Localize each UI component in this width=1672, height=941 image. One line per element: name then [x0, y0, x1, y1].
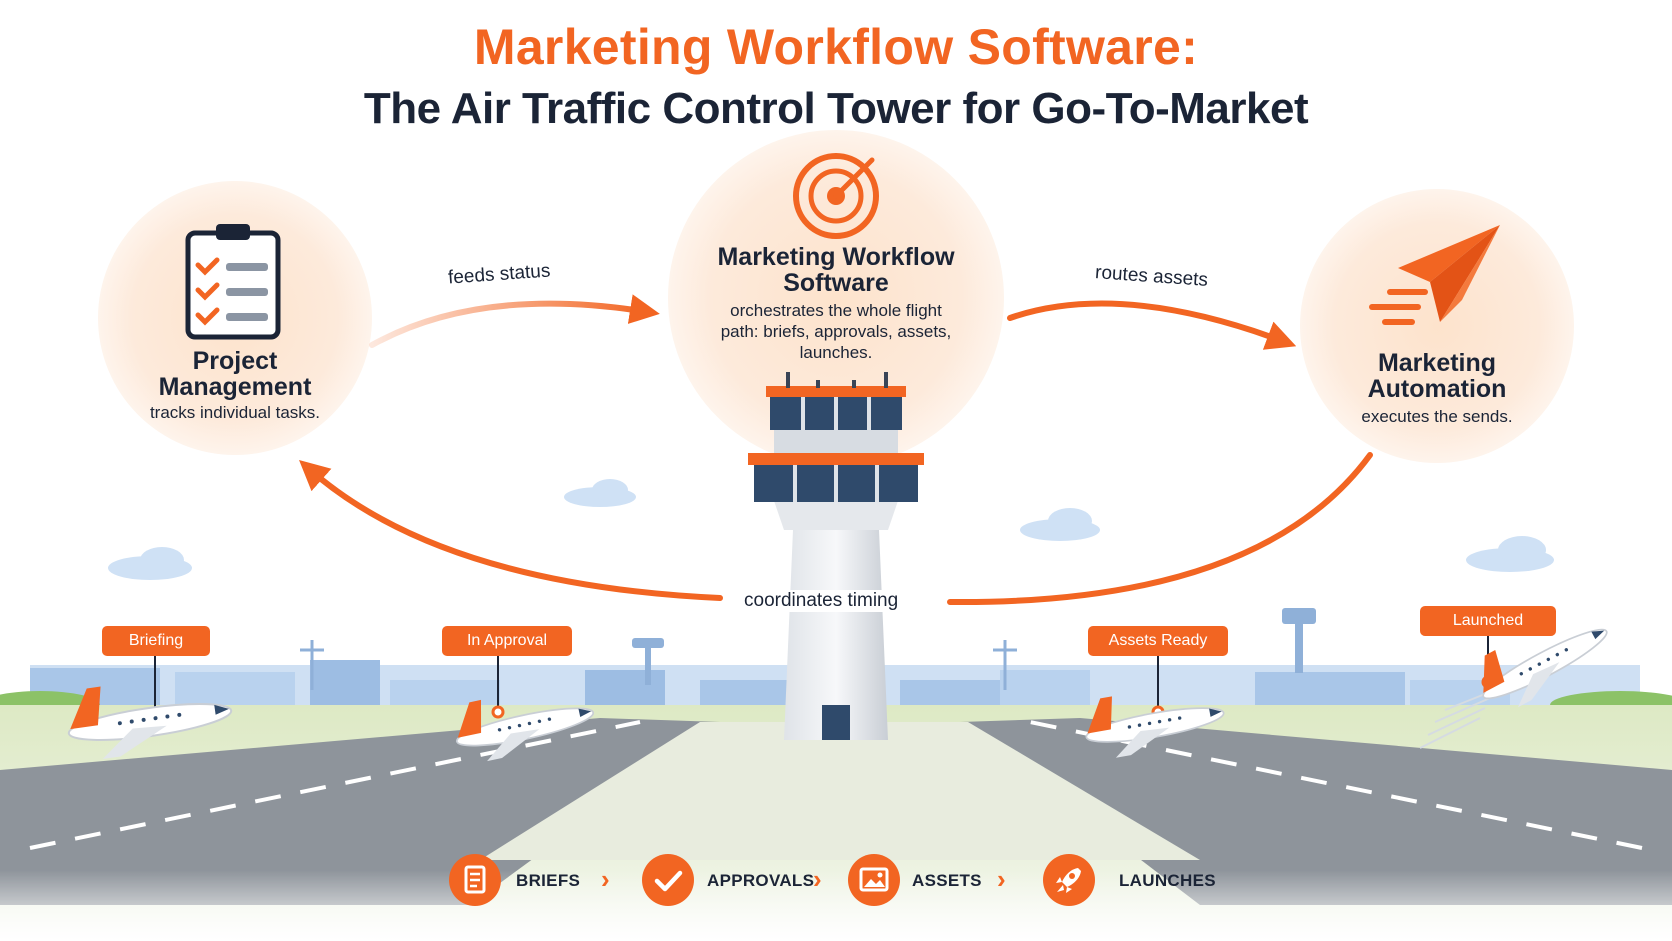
project-management-node: Project Management tracks individual tas…	[130, 348, 340, 423]
workflow-software-node: Marketing Workflow Software orchestrates…	[706, 244, 966, 363]
project-management-description: tracks individual tasks.	[149, 403, 321, 422]
workflow-software-circle	[668, 130, 1004, 466]
chevron-right-icon: ›	[997, 864, 1006, 894]
stage-tag-briefing: Briefing	[102, 626, 210, 656]
airplane-launched	[1419, 628, 1608, 749]
page-subtitle: The Air Traffic Control Tower for Go-To-…	[363, 84, 1309, 133]
document-icon	[449, 854, 501, 906]
coordinates-timing-label: coordinates timing	[740, 590, 903, 612]
image-icon	[848, 854, 900, 906]
marketing-automation-node: Marketing Automation executes the sends.	[1337, 350, 1537, 427]
airplane-in-approval	[455, 699, 595, 762]
clipboard-checklist-icon	[185, 224, 281, 340]
control-tower	[748, 372, 924, 740]
page-title: Marketing Workflow Software:	[473, 19, 1199, 75]
workflow-software-title: Marketing Workflow Software	[717, 243, 955, 297]
stage-tag-assets-ready: Assets Ready	[1088, 626, 1228, 656]
stage-legend: BRIEFS › APPROVALS › ASSETS › LAUNCHES	[449, 854, 1269, 910]
airplane-briefing	[67, 686, 233, 759]
marketing-automation-description: executes the sends.	[1361, 407, 1513, 426]
checkmark-icon	[642, 854, 694, 906]
stage-tag-launched: Launched	[1420, 606, 1556, 636]
workflow-software-description: orchestrates the whole flight path: brie…	[720, 301, 952, 362]
legend-label-briefs: BRIEFS	[516, 871, 581, 890]
ground-fade	[0, 870, 1672, 941]
paper-plane-icon	[1369, 225, 1500, 325]
marketing-automation-title: Marketing Automation	[1367, 349, 1507, 403]
chevron-right-icon: ›	[813, 864, 822, 894]
legend-label-assets: ASSETS	[912, 871, 982, 890]
legend-label-launches: LAUNCHES	[1119, 871, 1216, 890]
chevron-right-icon: ›	[601, 864, 610, 894]
airplane-assets-ready	[1085, 696, 1225, 758]
routes-assets-arrow	[1007, 300, 1297, 350]
marketing-automation-circle	[1300, 189, 1574, 463]
stage-tag-in-approval: In Approval	[442, 626, 572, 656]
flow-arrows	[299, 294, 1373, 606]
coordinates-timing-arrow-left	[299, 460, 723, 601]
runways	[0, 718, 1672, 905]
radar-icon	[793, 153, 879, 239]
rocket-icon	[1043, 854, 1095, 906]
project-management-title: Project Management	[158, 347, 312, 401]
feeds-status-arrow	[369, 294, 660, 348]
clouds	[108, 479, 1554, 580]
legend-label-approvals: APPROVALS	[707, 871, 815, 890]
coordinates-timing-arrow-right	[947, 452, 1373, 606]
